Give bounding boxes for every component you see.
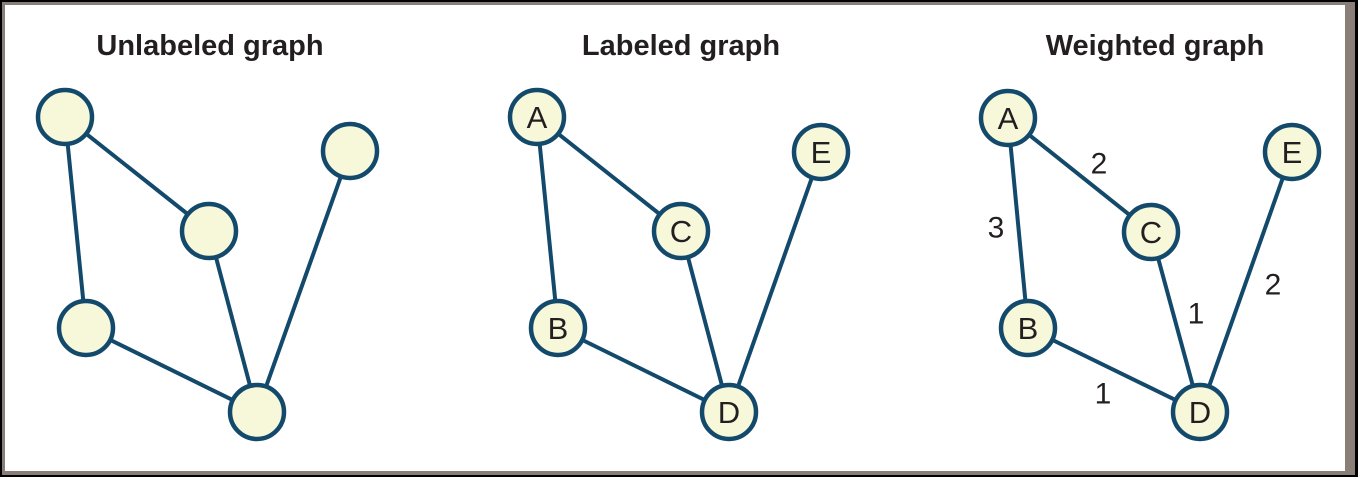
node-unlabeled-3 — [56, 298, 116, 358]
node-E — [1262, 122, 1322, 182]
graph-labeled: A E C B D — [507, 87, 851, 442]
edge-weight-B-D: 1 — [1095, 378, 1112, 411]
edge-weight-A-C: 2 — [1091, 148, 1108, 181]
edge-3-4 — [85, 326, 258, 414]
node-A — [507, 87, 567, 147]
node-C — [1121, 202, 1181, 262]
node-unlabeled-4 — [227, 382, 287, 442]
node-label-E: E — [1282, 135, 1303, 170]
graph-title-weighted: Weighted graph — [1045, 30, 1265, 62]
edge-E-D — [727, 151, 823, 413]
node-D — [1170, 382, 1230, 442]
node-unlabeled-1 — [320, 121, 380, 181]
edge-0-2 — [63, 115, 211, 233]
edge-B-D — [557, 326, 730, 414]
node-C — [651, 201, 711, 261]
edge-C-D — [1149, 231, 1202, 413]
edge-2-4 — [207, 230, 259, 413]
edge-weight-A-B: 3 — [988, 212, 1005, 245]
edge-A-B — [1006, 117, 1030, 329]
edge-A-C — [1006, 116, 1153, 234]
node-label-A: A — [527, 100, 548, 135]
graph-title-labeled: Labeled graph — [581, 30, 781, 62]
edge-C-D — [679, 230, 731, 413]
node-B — [528, 298, 588, 358]
graph-weighted: 2 3 1 1 2 A E C B D — [978, 88, 1322, 442]
node-A — [978, 88, 1038, 148]
edge-weight-E-D: 2 — [1265, 269, 1282, 302]
node-unlabeled-0 — [35, 87, 95, 147]
node-D — [699, 382, 759, 442]
edge-1-4 — [255, 150, 352, 413]
node-unlabeled-2 — [179, 201, 239, 261]
node-label-D: D — [1189, 395, 1211, 430]
edge-0-3 — [63, 116, 88, 329]
node-label-C: C — [1140, 215, 1162, 250]
graph-title-unlabeled: Unlabeled graph — [96, 30, 324, 62]
node-label-A: A — [998, 101, 1019, 136]
node-label-C: C — [670, 214, 692, 249]
edge-weight-C-D: 1 — [1188, 298, 1205, 331]
node-label-B: B — [1018, 311, 1039, 346]
node-label-B: B — [548, 311, 569, 346]
node-B — [998, 298, 1058, 358]
node-label-E: E — [811, 135, 832, 170]
edge-A-C — [535, 115, 683, 233]
node-E — [791, 122, 851, 182]
graph-unlabeled — [35, 87, 380, 442]
edge-B-D — [1027, 326, 1201, 414]
node-label-D: D — [718, 395, 740, 430]
edge-E-D — [1198, 151, 1294, 413]
edge-A-B — [535, 116, 560, 329]
